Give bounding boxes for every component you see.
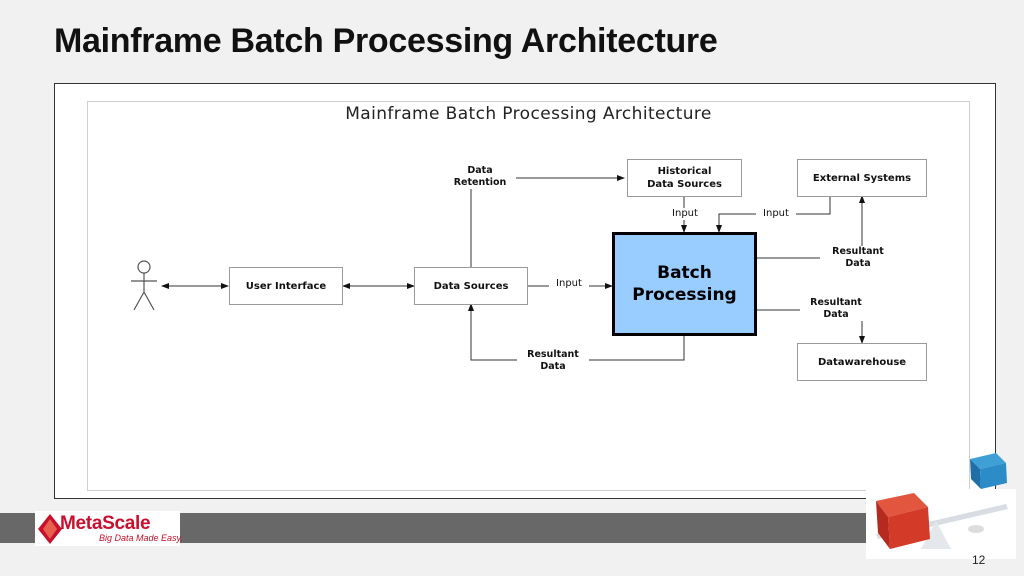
node-data-sources: Data Sources — [414, 267, 528, 305]
metascale-logo — [35, 511, 180, 546]
logo-name: MetaScale — [60, 513, 151, 534]
red-cube-icon — [876, 493, 930, 549]
edge-label-resultant-datawarehouse: Resultant Data — [800, 297, 872, 321]
edge-label-input-historical: Input — [665, 208, 705, 220]
edge-label-input-external: Input — [756, 208, 796, 220]
logo-tagline: Big Data Made Easy. — [99, 533, 183, 543]
node-batch-processing: Batch Processing — [612, 232, 757, 336]
edge-label-data-retention: Data Retention — [444, 165, 516, 189]
logo-mark-icon — [38, 514, 62, 544]
edge-label-input-datasources: Input — [549, 278, 589, 290]
node-external-systems: External Systems — [797, 159, 927, 197]
node-historical-data-sources: Historical Data Sources — [627, 159, 742, 197]
seesaw-illustration — [866, 453, 1016, 559]
node-datawarehouse: Datawarehouse — [797, 343, 927, 381]
node-user-interface: User Interface — [229, 267, 343, 305]
edge-label-resultant-datasources: Resultant Data — [517, 349, 589, 373]
blue-cube-icon — [970, 453, 1007, 489]
edge-label-resultant-external: Resultant Data — [820, 246, 896, 270]
slide-title: Mainframe Batch Processing Architecture — [54, 22, 718, 60]
actor-user — [131, 260, 157, 311]
diagram-title: Mainframe Batch Processing Architecture — [345, 104, 712, 124]
page-number: 12 — [972, 553, 986, 567]
edge-data-retention — [470, 175, 625, 268]
